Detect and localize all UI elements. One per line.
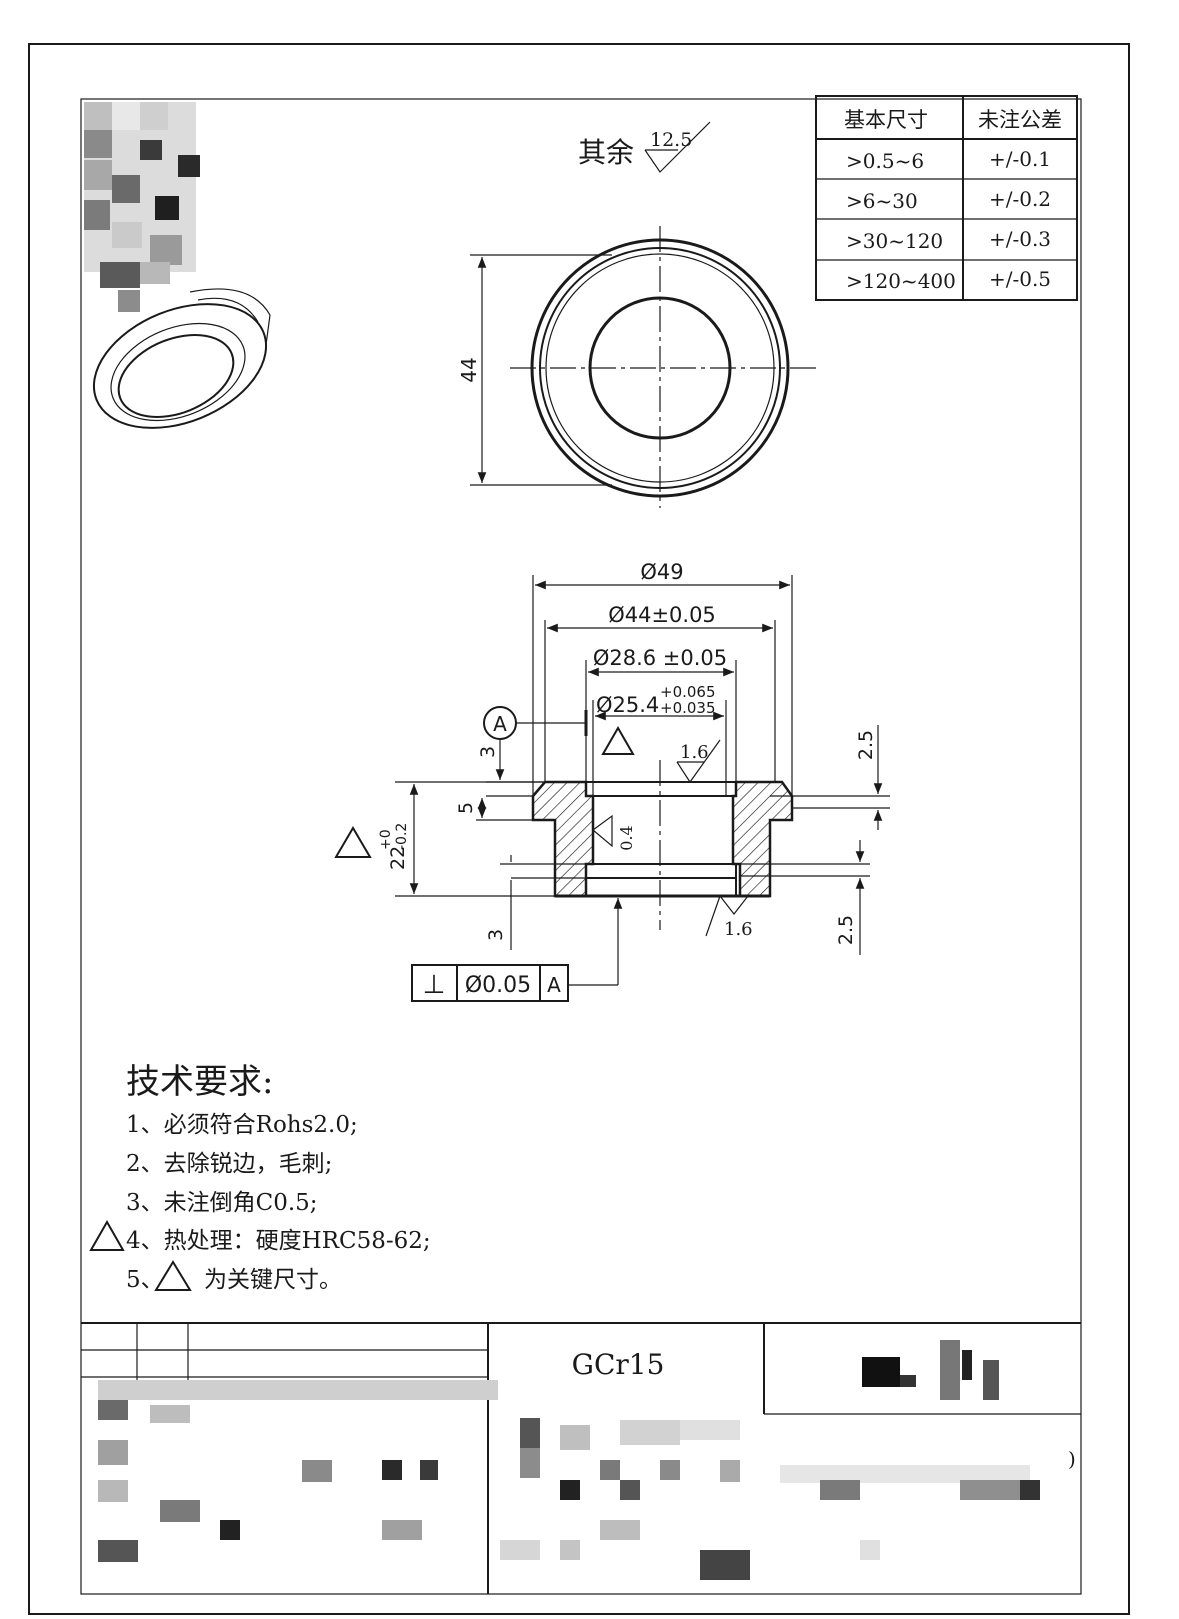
title-block-fragment: ) (1068, 1447, 1076, 1471)
title-block: GCr15 ) (81, 1322, 1081, 1594)
dim-right-top: 2.5 (855, 730, 877, 760)
tolerance-cell: +/-0.3 (989, 227, 1051, 251)
tolerance-table: 基本尺寸 未注公差 >0.5~6 +/-0.1 >6~30 +/-0.2 >30… (815, 95, 1078, 301)
tech-req-item: 4、热处理：硬度HRC58-62; (126, 1228, 431, 1254)
tolerance-cell: >6~30 (846, 189, 918, 213)
dim-outer-diameter: Ø49 (640, 560, 683, 584)
surface-finish-value: 12.5 (650, 129, 692, 151)
dim-left-top: 3 (477, 746, 499, 758)
key-dimension-mark (89, 1219, 125, 1251)
material-label: GCr15 (572, 1348, 665, 1381)
section-view: Ø49 Ø44±0.05 Ø28.6 ±0.05 Ø25.4 +0.065 +0… (334, 560, 890, 986)
dim-groove-diameter: Ø28.6 ±0.05 (593, 646, 727, 670)
roughness-bore: 0.4 (617, 825, 636, 850)
perpendicularity-symbol: ⊥ (423, 970, 446, 1000)
sheet-border (28, 43, 1130, 1615)
tolerance-cell: >120~400 (846, 269, 956, 293)
tolerance-cell: +/-0.1 (989, 147, 1051, 171)
fcf-datum: A (547, 973, 561, 997)
fcf-tolerance: Ø0.05 (465, 973, 531, 998)
dim-flange-diameter: Ø44±0.05 (608, 603, 716, 627)
roughness-bore-symbol (592, 814, 613, 848)
tolerance-cell: >30~120 (846, 229, 943, 253)
top-view: 44 (457, 226, 818, 508)
key-dimension-mark (601, 725, 635, 755)
roughness-bottom-symbol (705, 895, 750, 937)
surface-finish-label: 其余 (578, 136, 634, 169)
roughness-symbol (644, 121, 711, 173)
tolerance-cell: +/-0.2 (989, 187, 1051, 211)
roughness-top-symbol (676, 739, 721, 784)
dim-left-bottom: 3 (485, 929, 507, 941)
top-view-height-dim: 44 (457, 357, 481, 382)
dim-length: 22 (387, 846, 409, 870)
tech-req-item: 1、必须符合Rohs2.0; (126, 1112, 358, 1138)
surface-finish-note: 其余 12.5 (578, 121, 711, 173)
technical-requirements: 技术要求: 1、必须符合Rohs2.0; 2、去除锐边，毛刺; 3、未注倒角C0… (89, 1062, 431, 1293)
tolerance-table-header-tol: 未注公差 (978, 108, 1062, 132)
dim-length-lower-tol: -0.2 (394, 823, 410, 850)
tech-req-title: 技术要求: (126, 1062, 273, 1102)
roughness-top: 1.6 (680, 742, 709, 763)
tech-req-item: 2、去除锐边，毛刺; (126, 1151, 332, 1177)
dim-length-upper-tol: +0 (378, 829, 394, 850)
feature-control-frame: ⊥ Ø0.05 A (411, 964, 569, 1002)
tolerance-cell: +/-0.5 (989, 267, 1051, 291)
dim-left-mid: 5 (455, 802, 477, 814)
tech-req-item: 为关键尺寸。 (204, 1267, 342, 1293)
key-dimension-mark (154, 1260, 192, 1291)
datum-label: A (493, 712, 507, 736)
dim-right-bottom: 2.5 (835, 915, 857, 945)
redacted-title-block-content (98, 1340, 1040, 1580)
redacted-render-image (84, 102, 271, 429)
tolerance-cell: >0.5~6 (846, 149, 924, 173)
dim-bore-lower-tol: +0.035 (660, 699, 716, 717)
dim-bore-diameter: Ø25.4 (596, 693, 659, 717)
key-dimension-mark (334, 826, 372, 858)
dim-bore-upper-tol: +0.065 (660, 683, 716, 701)
tech-req-item: 3、未注倒角C0.5; (126, 1190, 318, 1216)
roughness-bottom: 1.6 (724, 919, 753, 940)
tolerance-table-header-size: 基本尺寸 (844, 108, 928, 132)
